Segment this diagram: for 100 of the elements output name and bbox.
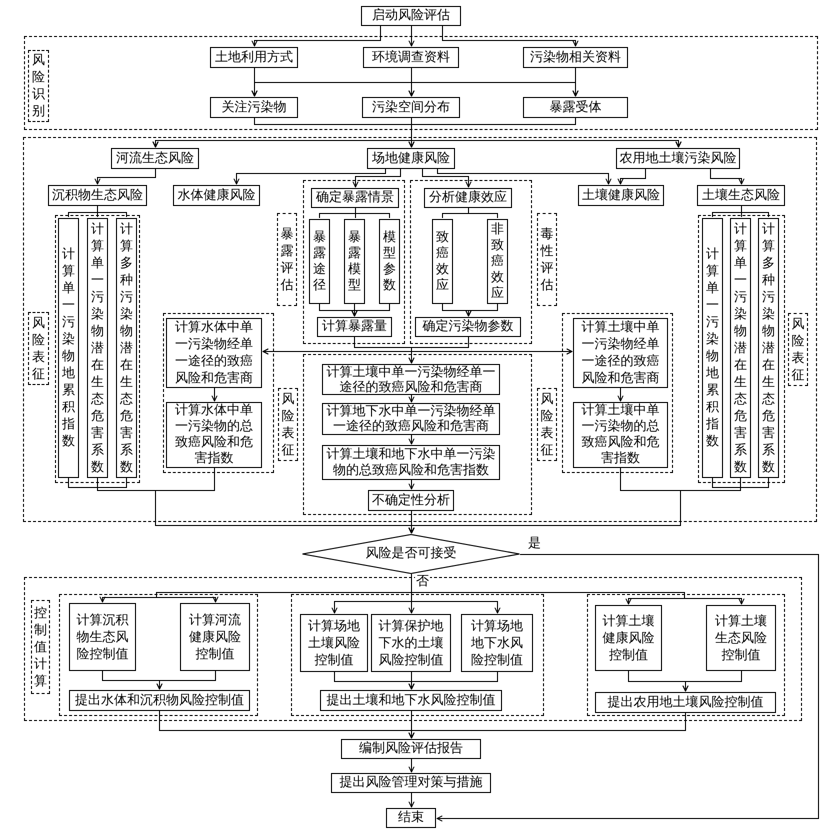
arrow xyxy=(618,388,624,402)
section-label-box: 风险识别 xyxy=(28,50,49,122)
connector-line xyxy=(712,206,769,218)
process-box: 场地健康风险 xyxy=(367,148,455,169)
arrow xyxy=(252,26,381,46)
process-box: 暴露模型 xyxy=(344,219,365,304)
section-label-box: 控制值计算 xyxy=(31,600,50,694)
process-box: 启动风险评估 xyxy=(361,6,461,26)
dashed-section-frame xyxy=(23,137,817,522)
process-box: 致癌效应 xyxy=(432,219,453,304)
process-box: 暴露途径 xyxy=(309,219,330,304)
dashed-group-frame xyxy=(303,354,532,515)
process-box: 计算河流健康风险控制值 xyxy=(180,603,250,671)
edge-label: 是 xyxy=(527,537,542,551)
process-box: 模型参数 xyxy=(379,219,400,304)
process-box: 计算水体中单一污染物的总致癌风险和危害指数 xyxy=(166,402,262,468)
arrow xyxy=(408,26,414,46)
process-box: 计算土壤中单一污染物经单一途径的致癌风险和危害商 xyxy=(573,318,668,388)
arrow xyxy=(466,304,498,316)
arrow xyxy=(618,168,646,184)
dashed-group-frame xyxy=(410,180,532,344)
process-box: 计算单一污染物潜在生态危害系数 xyxy=(730,218,751,478)
dashed-section-frame xyxy=(24,36,818,130)
process-box: 提出风险管理对策与措施 xyxy=(331,773,491,793)
arrow xyxy=(682,670,742,692)
process-box: 河流生态风险 xyxy=(111,148,199,169)
arrow xyxy=(408,394,414,402)
connector-line xyxy=(319,208,390,218)
arrow xyxy=(152,118,682,148)
process-box: 计算暴露量 xyxy=(317,317,392,337)
arrow xyxy=(252,68,578,96)
arrow xyxy=(408,712,686,738)
arrow xyxy=(352,168,401,188)
process-box: 确定暴露情景 xyxy=(311,188,399,208)
process-box: 计算多种污染物潜在生态危害系数 xyxy=(116,218,137,478)
dashed-group-frame xyxy=(562,313,673,473)
dashed-group-frame xyxy=(587,594,785,716)
section-label-box: 毒性评估 xyxy=(537,213,557,306)
process-box: 计算单一污染物地累积指数 xyxy=(702,218,723,478)
process-box: 计算多种污染物潜在生态危害系数 xyxy=(758,218,779,478)
connector-line xyxy=(442,208,498,218)
process-box: 不确定性分析 xyxy=(368,490,454,511)
process-box: 计算土壤生态风险控制值 xyxy=(706,605,776,671)
arrow xyxy=(408,792,414,808)
arrow xyxy=(710,168,744,184)
process-box: 确定污染物参数 xyxy=(415,317,521,337)
process-box: 沉积物生态风险 xyxy=(48,185,147,206)
arrow xyxy=(100,574,744,614)
process-box: 计算土壤中单一污染物经单一途径的致癌风险和危害商 xyxy=(322,364,500,395)
arrow xyxy=(442,26,578,46)
arrow xyxy=(212,388,218,402)
process-box: 水体健康风险 xyxy=(173,185,260,206)
process-box: 计算保护地下水的土壤风险控制值 xyxy=(371,614,451,672)
process-box: 污染物相关资料 xyxy=(523,47,628,68)
arrow xyxy=(262,336,572,364)
arrow xyxy=(94,168,156,184)
process-box: 农用地土壤污染风险 xyxy=(616,148,740,169)
process-box: 提出土壤和地下水风险控制值 xyxy=(320,690,502,711)
edge-label: 否 xyxy=(415,575,430,589)
arrow xyxy=(436,554,819,822)
dashed-group-frame xyxy=(55,215,140,483)
process-box: 计算场地地下水风险控制值 xyxy=(461,614,533,672)
dashed-section-frame xyxy=(24,577,802,721)
section-label-box: 风险表征 xyxy=(28,312,49,385)
process-box: 分析健康效应 xyxy=(424,188,512,208)
process-box: 结束 xyxy=(386,808,436,828)
section-label-box: 风险表征 xyxy=(537,388,557,461)
process-box: 土壤生态风险 xyxy=(697,185,785,206)
process-box: 计算单一污染物地累积指数 xyxy=(58,218,79,478)
arrow xyxy=(408,434,414,444)
arrow xyxy=(422,168,472,188)
process-box: 计算土壤中单一污染物的总致癌风险和危害指数 xyxy=(573,402,668,468)
dashed-group-frame xyxy=(163,313,274,473)
arrow xyxy=(156,670,216,690)
process-box: 环境调查资料 xyxy=(363,47,459,68)
arrow xyxy=(408,480,414,490)
process-box: 土地利用方式 xyxy=(210,47,298,68)
process-box: 计算场地土壤风险控制值 xyxy=(300,614,368,672)
arrow xyxy=(437,168,612,184)
process-box: 提出水体和沉积物风险控制值 xyxy=(69,690,250,711)
arrow xyxy=(408,758,414,772)
process-box: 计算单一污染物潜在生态危害系数 xyxy=(87,218,108,478)
process-box: 暴露受体 xyxy=(523,97,628,118)
arrow xyxy=(234,168,386,184)
arrow xyxy=(352,304,390,316)
process-box: 计算水体中单一污染物经单一途径的致癌风险和危害商 xyxy=(166,318,262,388)
process-box: 计算地下水中单一污染物经单一途径的致癌风险和危害商 xyxy=(322,403,500,435)
process-box: 计算土壤健康风险控制值 xyxy=(595,605,662,671)
process-box: 提出农用地土壤风险控制值 xyxy=(595,692,776,713)
process-box: 计算沉积物生态风险控制值 xyxy=(69,603,136,671)
dashed-group-frame xyxy=(59,594,258,716)
dashed-group-frame xyxy=(698,215,785,483)
arrow xyxy=(408,672,498,690)
process-box: 污染空间分布 xyxy=(362,97,460,118)
dashed-group-frame xyxy=(291,594,544,716)
dashed-group-frame xyxy=(303,180,405,344)
arrow xyxy=(408,478,769,534)
decision-diamond: 风险是否可接受 xyxy=(302,534,520,574)
section-label-box: 风险表征 xyxy=(788,313,808,386)
process-box: 编制风险评估报告 xyxy=(341,739,481,759)
